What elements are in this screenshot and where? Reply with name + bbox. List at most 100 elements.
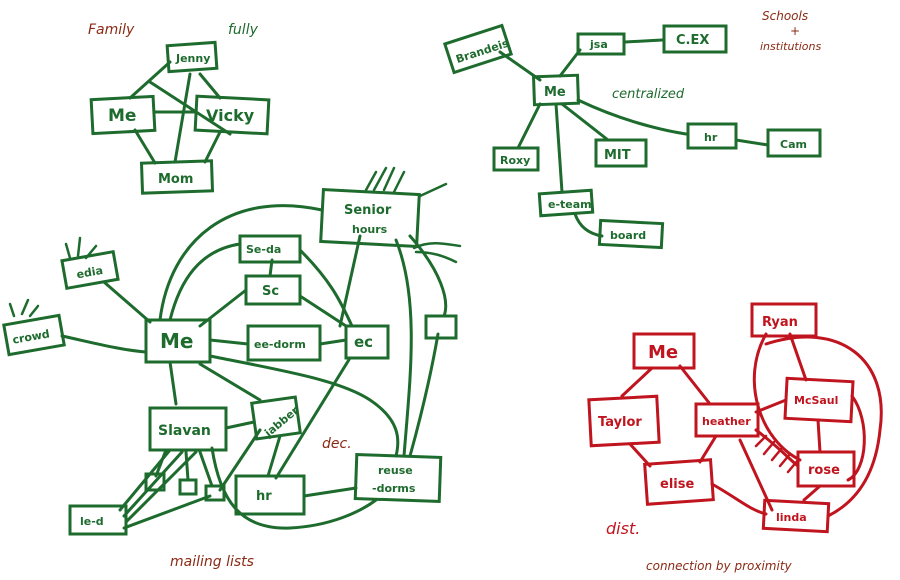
edge-dist-heather-mcsaul bbox=[754, 398, 788, 414]
node-small-square bbox=[424, 314, 458, 340]
label-elise: elise bbox=[660, 477, 694, 492]
edge-edia-me bbox=[102, 280, 152, 324]
family-network bbox=[89, 40, 271, 195]
label-ec: ec bbox=[354, 333, 373, 351]
node-vicky bbox=[193, 94, 271, 136]
label-roxy: Roxy bbox=[500, 154, 530, 167]
edge-vicky-mom bbox=[203, 130, 222, 164]
edge-senior-right-loop bbox=[408, 234, 448, 318]
edge-slavan-led-3 bbox=[124, 450, 198, 524]
edge-dist-elise-linda bbox=[710, 482, 768, 516]
node-hr-social bbox=[234, 474, 306, 516]
edge-me-hr bbox=[576, 98, 688, 136]
node-board bbox=[597, 218, 665, 250]
fully-caption: fully bbox=[228, 22, 259, 38]
plus-caption: + bbox=[790, 24, 800, 38]
node-heather bbox=[694, 402, 760, 438]
schools-caption: Schools bbox=[762, 9, 808, 23]
label-senior-line2: hours bbox=[352, 223, 388, 236]
tally-mark-5 bbox=[786, 458, 800, 474]
edge-hr-reuse bbox=[302, 486, 358, 498]
label-jenny: Jenny bbox=[175, 52, 210, 65]
label-board: board bbox=[610, 229, 646, 242]
edge-eedorm-ec bbox=[318, 338, 348, 346]
node-edia bbox=[60, 249, 120, 291]
schools-edges bbox=[498, 38, 770, 238]
label-heather: heather bbox=[702, 415, 751, 428]
node-eedorm bbox=[246, 324, 322, 362]
label-me-schools: Me bbox=[544, 85, 566, 100]
tally-mark-1 bbox=[754, 434, 768, 448]
edge-slavan-box2 bbox=[184, 450, 190, 482]
edge-senior-reuse bbox=[394, 238, 413, 458]
label-reuse-line2: -dorms bbox=[372, 482, 416, 495]
mailing-lists-caption: mailing lists bbox=[170, 554, 254, 570]
node-mom bbox=[139, 159, 215, 195]
tally-mark-3 bbox=[770, 446, 784, 462]
dist-labels: Me Ryan Taylor heather McSaul elise rose… bbox=[598, 315, 840, 524]
edge-dist-ryan-mcsaul bbox=[788, 332, 808, 382]
family-edges bbox=[128, 60, 232, 165]
node-ryan bbox=[750, 302, 818, 338]
node-me-schools bbox=[531, 73, 581, 107]
label-eedorm: ee-dorm bbox=[254, 338, 306, 351]
label-eteam: e-team bbox=[548, 198, 592, 211]
edge-me-jabber bbox=[198, 362, 262, 402]
edge-slavan-box3 bbox=[198, 450, 214, 488]
node-cex bbox=[662, 24, 728, 54]
edge-dist-mcsaul-rose bbox=[816, 418, 822, 454]
node-me-social bbox=[144, 318, 212, 364]
node-roxy bbox=[492, 146, 540, 172]
label-dist-me: Me bbox=[648, 342, 678, 363]
label-linda: linda bbox=[776, 511, 807, 524]
edge-dist-rose-linda bbox=[802, 484, 822, 502]
edge-box3-led bbox=[122, 494, 212, 530]
edge-hr-camo bbox=[734, 138, 770, 147]
node-jabber bbox=[250, 395, 302, 441]
schools-network bbox=[442, 23, 822, 250]
node-mini-box-2 bbox=[178, 478, 198, 496]
social-nodes bbox=[2, 187, 458, 536]
label-mit: MIT bbox=[604, 148, 631, 163]
edge-jabber-hr bbox=[266, 434, 282, 478]
node-rose bbox=[796, 450, 856, 488]
family-nodes bbox=[89, 40, 271, 195]
label-crowd: crowd bbox=[11, 327, 50, 346]
connection-by-proximity-caption: connection by proximity bbox=[646, 559, 793, 573]
label-taylor: Taylor bbox=[598, 415, 642, 430]
centralized-caption: centralized bbox=[612, 87, 685, 102]
edge-me-eedorm bbox=[208, 338, 250, 346]
node-taylor bbox=[587, 394, 661, 448]
label-edia: edia bbox=[76, 264, 104, 281]
family-caption: Family bbox=[88, 22, 135, 38]
node-slavan bbox=[148, 406, 228, 452]
edge-crowd-me bbox=[60, 334, 148, 354]
label-sc: Sc bbox=[262, 284, 279, 299]
node-linda bbox=[761, 498, 831, 534]
edge-slavan-led-2 bbox=[122, 450, 184, 518]
edge-dist-heather-rose bbox=[754, 428, 800, 468]
label-mcsaul: McSaul bbox=[794, 394, 838, 407]
edge-dist-taylor-elise bbox=[628, 442, 652, 468]
dist-network bbox=[587, 302, 883, 534]
label-mom: Mom bbox=[158, 172, 193, 187]
edge-jabber-slavan bbox=[224, 420, 256, 430]
node-eteam bbox=[537, 188, 595, 218]
node-brandeis bbox=[442, 23, 514, 75]
node-reuse-dorms bbox=[353, 452, 443, 504]
edge-me-eteam bbox=[554, 102, 564, 194]
scribble-crowd bbox=[8, 298, 40, 318]
node-elise bbox=[643, 458, 715, 506]
tally-mark-4 bbox=[778, 452, 792, 468]
node-camo bbox=[766, 128, 822, 158]
edge-sc-ec bbox=[298, 294, 348, 328]
edge-me-vicky-cross bbox=[148, 80, 232, 136]
edge-me-senior-arc bbox=[158, 204, 324, 322]
label-ryan: Ryan bbox=[762, 315, 798, 330]
node-jsa bbox=[576, 32, 626, 56]
label-hr-social: hr bbox=[256, 489, 272, 504]
node-me-family bbox=[89, 94, 157, 136]
node-dist-me bbox=[632, 332, 696, 370]
edge-sedesc-ec bbox=[298, 248, 354, 328]
node-hr-schools bbox=[686, 122, 738, 150]
